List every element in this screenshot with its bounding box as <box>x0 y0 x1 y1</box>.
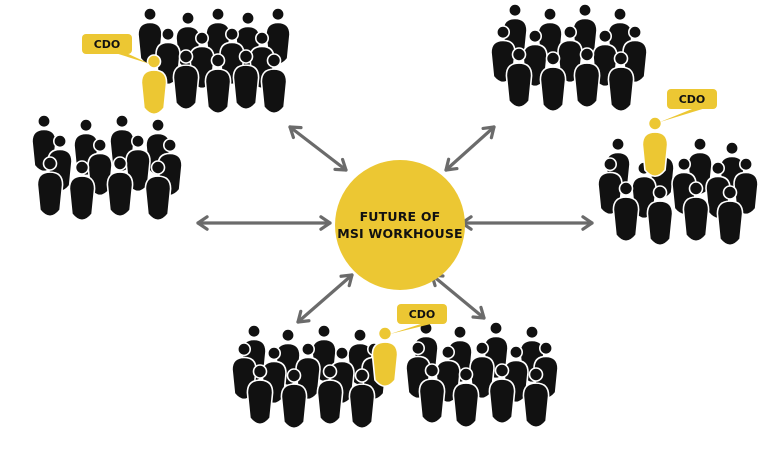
crowd-top-left-lower <box>31 114 183 222</box>
person-icon <box>418 363 446 425</box>
speech-bubble-right <box>660 89 717 122</box>
crowd-top-right <box>490 3 648 113</box>
double-arrow-icon-top-left <box>288 125 348 172</box>
person-icon <box>452 367 480 429</box>
person-icon <box>265 7 291 66</box>
person-icon <box>646 185 674 247</box>
cdo-person-icon-top-left <box>140 54 168 116</box>
person-icon <box>539 51 567 113</box>
speech-bubble-bottom <box>390 304 447 334</box>
person-icon <box>106 156 134 218</box>
crowd-bottom-right <box>405 321 559 429</box>
person-icon <box>87 138 113 197</box>
double-arrow-icon-top-right <box>444 125 496 172</box>
person-icon <box>573 47 601 109</box>
person-icon <box>612 181 640 243</box>
cdo-person-icon-bottom <box>371 326 399 388</box>
person-icon <box>172 49 200 111</box>
person-icon <box>607 51 635 113</box>
person-icon <box>716 185 744 247</box>
double-arrow-icon-left <box>196 215 332 231</box>
crowd-bottom-left <box>231 324 387 430</box>
person-icon <box>488 363 516 425</box>
double-arrow-icon-right <box>460 215 594 231</box>
person-icon <box>280 368 308 430</box>
person-icon <box>469 341 495 400</box>
person-icon <box>522 367 550 429</box>
person-icon <box>232 49 260 111</box>
double-arrow-icon-bottom-left <box>296 273 354 324</box>
person-icon <box>682 181 710 243</box>
cdo-person-icon-right <box>641 116 669 178</box>
person-icon <box>316 364 344 426</box>
person-icon <box>36 156 64 218</box>
person-icon <box>246 364 274 426</box>
speech-bubble-top-left <box>82 34 150 64</box>
person-icon <box>204 53 232 115</box>
person-icon <box>144 160 172 222</box>
person-icon <box>260 53 288 115</box>
person-icon <box>68 160 96 222</box>
person-icon <box>505 47 533 109</box>
person-icon <box>348 368 376 430</box>
hub-circle <box>335 160 465 290</box>
crowd-right <box>597 137 759 247</box>
